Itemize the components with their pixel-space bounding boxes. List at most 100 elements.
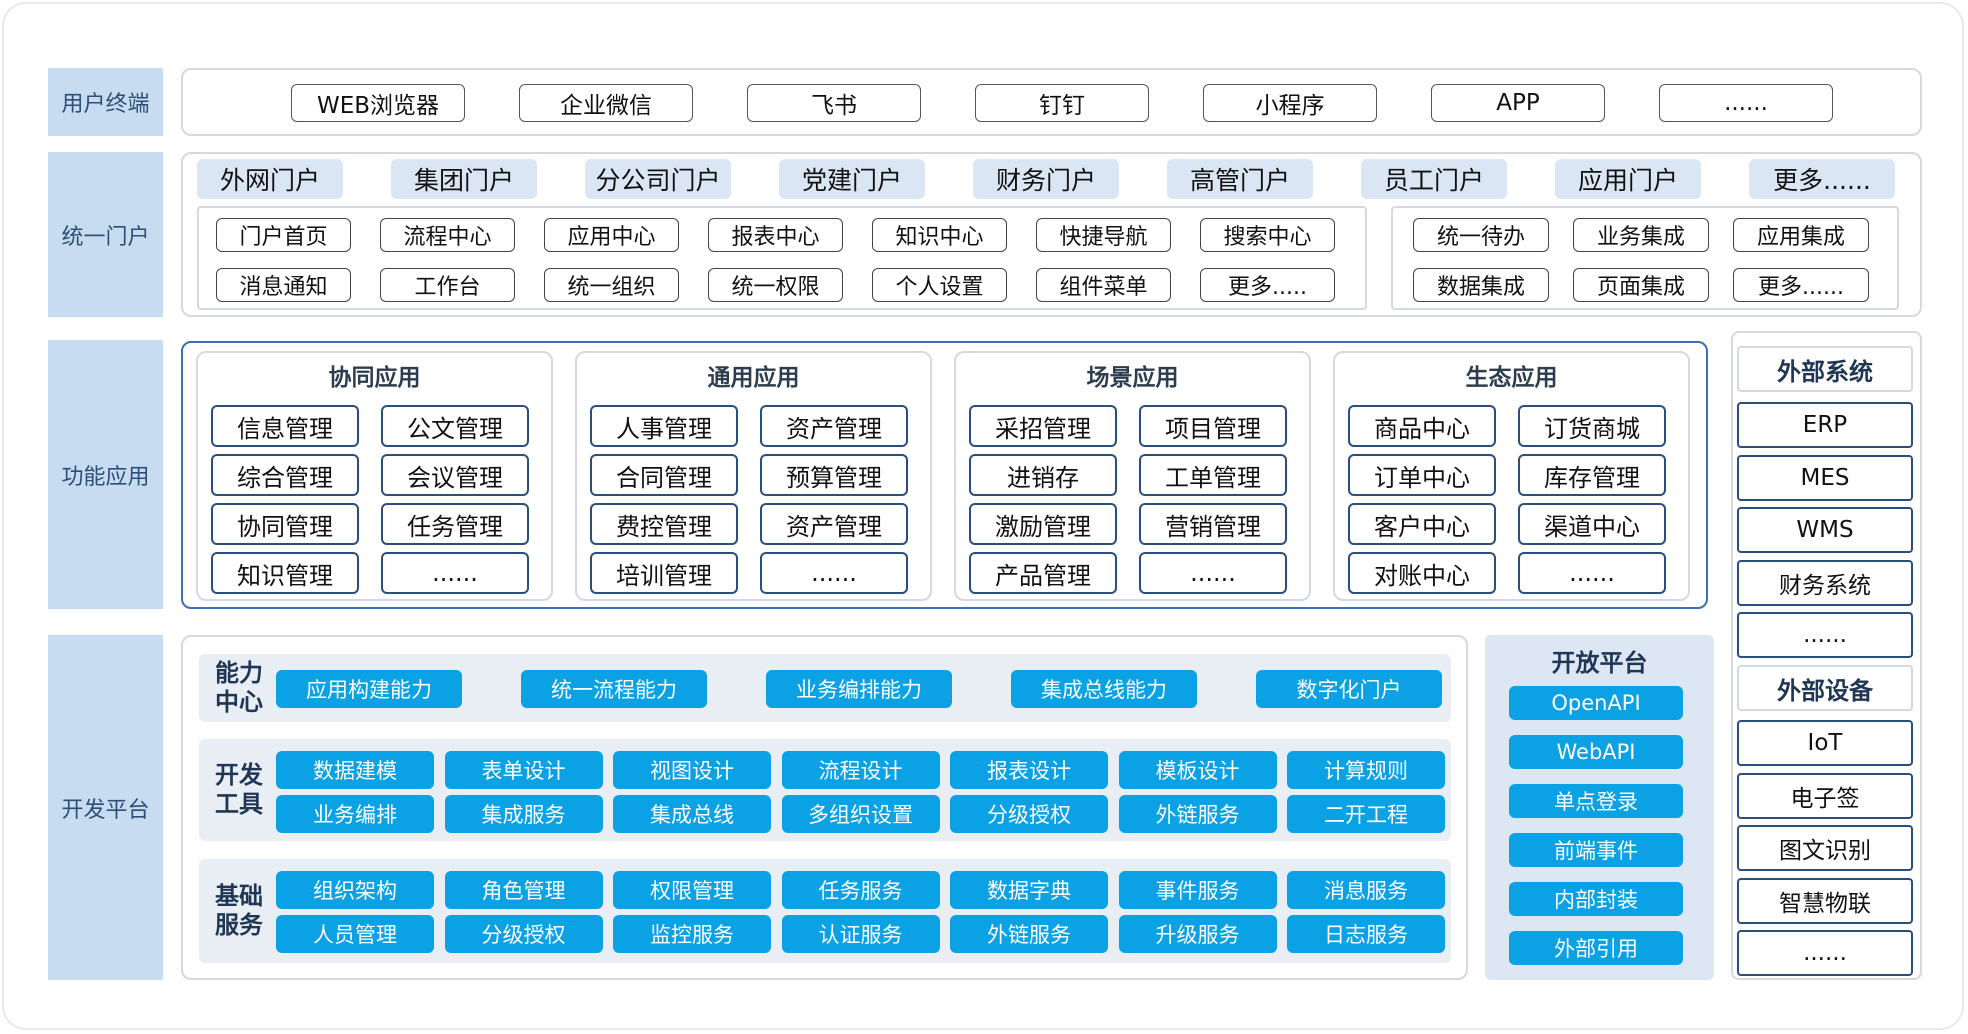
function-item[interactable]: 采招管理 [969, 405, 1117, 447]
base-service-item[interactable]: 外链服务 [950, 915, 1108, 953]
terminal-item[interactable]: 小程序 [1203, 84, 1377, 122]
terminal-item[interactable]: 飞书 [747, 84, 921, 122]
function-item[interactable]: 对账中心 [1348, 552, 1496, 594]
portal-feature-item[interactable]: 更多..... [1200, 268, 1335, 302]
dev-tool-item[interactable]: 视图设计 [613, 751, 771, 789]
external-device-item[interactable]: IoT [1737, 720, 1913, 766]
portal-feature-item[interactable]: 报表中心 [708, 218, 843, 252]
base-service-item[interactable]: 日志服务 [1287, 915, 1445, 953]
base-service-item[interactable]: 人员管理 [276, 915, 434, 953]
function-item[interactable]: 会议管理 [381, 454, 529, 496]
function-item[interactable]: 进销存 [969, 454, 1117, 496]
portal-feature-item[interactable]: 门户首页 [216, 218, 351, 252]
portal-integration-item[interactable]: 统一待办 [1413, 218, 1549, 252]
portal-tab[interactable]: 党建门户 [779, 159, 925, 199]
function-item[interactable]: 激励管理 [969, 503, 1117, 545]
dev-tool-item[interactable]: 计算规则 [1287, 751, 1445, 789]
capability-item[interactable]: 业务编排能力 [766, 670, 952, 708]
portal-integration-item[interactable]: 应用集成 [1733, 218, 1869, 252]
portal-feature-item[interactable]: 应用中心 [544, 218, 679, 252]
open-platform-item[interactable]: 外部引用 [1509, 931, 1683, 965]
function-item[interactable]: 商品中心 [1348, 405, 1496, 447]
external-system-item[interactable]: WMS [1737, 507, 1913, 553]
dev-tool-item[interactable]: 多组织设置 [781, 795, 940, 833]
terminal-item[interactable]: ...... [1659, 84, 1833, 122]
terminal-item[interactable]: 企业微信 [519, 84, 693, 122]
portal-feature-item[interactable]: 知识中心 [872, 218, 1007, 252]
open-platform-item[interactable]: 内部封装 [1509, 882, 1683, 916]
portal-feature-item[interactable]: 组件菜单 [1036, 268, 1171, 302]
portal-tab[interactable]: 分公司门户 [585, 159, 731, 199]
external-device-item[interactable]: 电子签 [1737, 772, 1913, 819]
function-item[interactable]: 协同管理 [211, 503, 359, 545]
function-item[interactable]: 资产管理 [760, 503, 908, 545]
dev-tool-item[interactable]: 报表设计 [950, 751, 1108, 789]
dev-tool-item[interactable]: 外链服务 [1118, 795, 1277, 833]
function-item[interactable]: 项目管理 [1139, 405, 1287, 447]
capability-item[interactable]: 数字化门户 [1256, 670, 1442, 708]
external-system-item[interactable]: 财务系统 [1737, 559, 1913, 606]
base-service-item[interactable]: 分级授权 [444, 915, 603, 953]
open-platform-item[interactable]: 单点登录 [1509, 784, 1683, 818]
base-service-item[interactable]: 事件服务 [1118, 871, 1277, 909]
function-item[interactable]: 工单管理 [1139, 454, 1287, 496]
terminal-item[interactable]: WEB浏览器 [291, 84, 465, 122]
external-system-item[interactable]: MES [1737, 454, 1913, 501]
portal-feature-item[interactable]: 统一组织 [544, 268, 679, 302]
portal-feature-item[interactable]: 消息通知 [216, 268, 351, 302]
base-service-item[interactable]: 角色管理 [444, 871, 603, 909]
function-item[interactable]: 任务管理 [381, 503, 529, 545]
function-item[interactable]: ...... [1139, 552, 1287, 594]
function-item[interactable]: 订货商城 [1518, 405, 1666, 447]
portal-tab[interactable]: 更多...... [1749, 159, 1895, 199]
dev-tool-item[interactable]: 模板设计 [1118, 751, 1277, 789]
function-item[interactable]: 客户中心 [1348, 503, 1496, 545]
portal-integration-item[interactable]: 页面集成 [1573, 268, 1709, 302]
portal-tab[interactable]: 应用门户 [1555, 159, 1701, 199]
function-item[interactable]: 公文管理 [381, 405, 529, 447]
function-item[interactable]: 库存管理 [1518, 454, 1666, 496]
dev-tool-item[interactable]: 二开工程 [1287, 795, 1445, 833]
function-item[interactable]: 产品管理 [969, 552, 1117, 594]
open-platform-item[interactable]: OpenAPI [1509, 686, 1683, 720]
function-item[interactable]: ...... [760, 552, 908, 594]
base-service-item[interactable]: 监控服务 [613, 915, 771, 953]
function-item[interactable]: 培训管理 [590, 552, 738, 594]
function-item[interactable]: 费控管理 [590, 503, 738, 545]
open-platform-item[interactable]: WebAPI [1509, 735, 1683, 769]
function-item[interactable]: 人事管理 [590, 405, 738, 447]
function-item[interactable]: 预算管理 [760, 454, 908, 496]
portal-integration-item[interactable]: 更多...... [1733, 268, 1869, 302]
dev-tool-item[interactable]: 流程设计 [781, 751, 940, 789]
portal-integration-item[interactable]: 数据集成 [1413, 268, 1549, 302]
function-item[interactable]: ...... [1518, 552, 1666, 594]
base-service-item[interactable]: 组织架构 [276, 871, 434, 909]
function-item[interactable]: 订单中心 [1348, 454, 1496, 496]
external-system-item[interactable]: ...... [1737, 612, 1913, 658]
base-service-item[interactable]: 权限管理 [613, 871, 771, 909]
portal-tab[interactable]: 财务门户 [973, 159, 1119, 199]
dev-tool-item[interactable]: 分级授权 [950, 795, 1108, 833]
terminal-item[interactable]: APP [1431, 84, 1605, 122]
external-system-item[interactable]: ERP [1737, 402, 1913, 448]
function-item[interactable]: 资产管理 [760, 405, 908, 447]
capability-item[interactable]: 应用构建能力 [276, 670, 462, 708]
portal-feature-item[interactable]: 快捷导航 [1036, 218, 1171, 252]
base-service-item[interactable]: 任务服务 [781, 871, 940, 909]
base-service-item[interactable]: 认证服务 [781, 915, 940, 953]
base-service-item[interactable]: 数据字典 [950, 871, 1108, 909]
portal-tab[interactable]: 外网门户 [197, 159, 343, 199]
function-item[interactable]: 营销管理 [1139, 503, 1287, 545]
dev-tool-item[interactable]: 集成总线 [613, 795, 771, 833]
portal-tab[interactable]: 集团门户 [391, 159, 537, 199]
function-item[interactable]: 信息管理 [211, 405, 359, 447]
portal-feature-item[interactable]: 流程中心 [380, 218, 515, 252]
external-device-item[interactable]: 图文识别 [1737, 825, 1913, 871]
portal-integration-item[interactable]: 业务集成 [1573, 218, 1709, 252]
dev-tool-item[interactable]: 业务编排 [276, 795, 434, 833]
external-device-item[interactable]: ...... [1737, 930, 1913, 976]
function-item[interactable]: ...... [381, 552, 529, 594]
portal-feature-item[interactable]: 搜索中心 [1200, 218, 1335, 252]
function-item[interactable]: 综合管理 [211, 454, 359, 496]
external-device-item[interactable]: 智慧物联 [1737, 877, 1913, 924]
